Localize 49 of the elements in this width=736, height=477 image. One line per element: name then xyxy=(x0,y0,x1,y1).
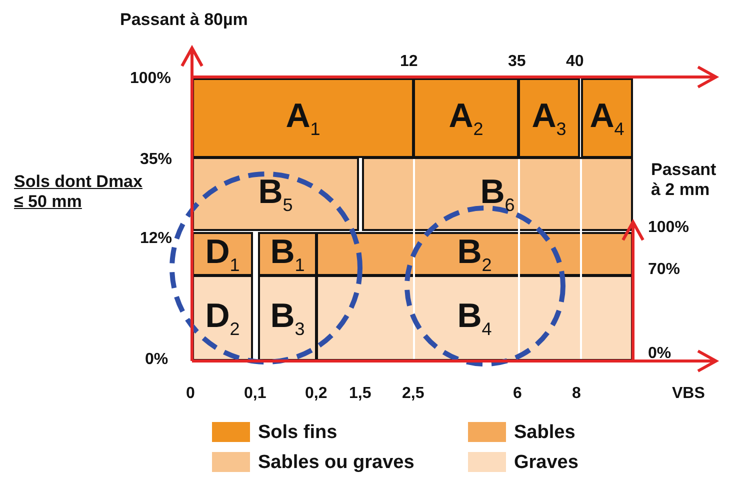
tick-label: 12 xyxy=(400,52,418,72)
zone-label: B$_{5}$ xyxy=(258,174,293,214)
tick-label: 100% xyxy=(648,218,689,238)
zone-block xyxy=(413,78,519,158)
legend-label: Graves xyxy=(514,453,578,472)
zone-label: A$_{3}$ xyxy=(532,98,566,138)
tick-label: 0,2 xyxy=(305,384,328,404)
zone-label: A$_{1}$ xyxy=(286,98,320,138)
tick-label: 0 xyxy=(186,384,195,404)
zone-block xyxy=(518,78,580,158)
legend-label: Sables xyxy=(514,423,576,442)
legend-label: Sables ou graves xyxy=(258,453,414,472)
tick-label: 8 xyxy=(572,384,581,404)
zone-label: A$_{4}$ xyxy=(590,98,624,138)
zone-block xyxy=(581,78,633,158)
zone-block xyxy=(192,232,253,276)
zone-block xyxy=(192,275,253,361)
tick-label: 0% xyxy=(145,350,168,370)
zone-label: B$_{4}$ xyxy=(457,298,492,338)
zone-label: D$_{2}$ xyxy=(205,298,240,338)
tick-label: 1,5 xyxy=(349,384,372,404)
zone-label: B$_{3}$ xyxy=(270,298,305,338)
axis-title: Passant à 80µm xyxy=(120,10,248,30)
tick-label: 70% xyxy=(648,260,680,280)
tick-label: 100% xyxy=(130,69,171,88)
axis-title: VBS xyxy=(672,384,705,404)
tick-label: 0% xyxy=(648,344,672,364)
zone-block xyxy=(316,232,633,276)
tick-label: 40 xyxy=(566,52,584,72)
zone-block xyxy=(192,157,359,231)
tick-label: 2,5 xyxy=(402,384,424,404)
legend-label: Sols fins xyxy=(258,423,338,442)
axis-title: Passant à 2 mm xyxy=(651,160,718,201)
zone-block xyxy=(362,157,633,231)
axis-title: Sols dont Dmax ≤ 50 mm xyxy=(14,172,144,213)
zone-label: B$_{6}$ xyxy=(480,174,515,214)
zone-label: B$_{1}$ xyxy=(270,234,305,274)
zone-label: B$_{2}$ xyxy=(457,234,492,274)
tick-label: 35 xyxy=(508,52,526,72)
zone-block xyxy=(192,78,414,158)
tick-label: 0,1 xyxy=(244,384,266,404)
tick-label: 35% xyxy=(140,150,172,170)
zone-block xyxy=(258,275,317,361)
zone-label: D$_{1}$ xyxy=(205,234,240,274)
zone-block xyxy=(316,275,633,361)
tick-label: 12% xyxy=(140,229,172,248)
zone-label: A$_{2}$ xyxy=(448,98,484,138)
zone-block xyxy=(258,232,317,276)
tick-label: 6 xyxy=(513,384,522,404)
